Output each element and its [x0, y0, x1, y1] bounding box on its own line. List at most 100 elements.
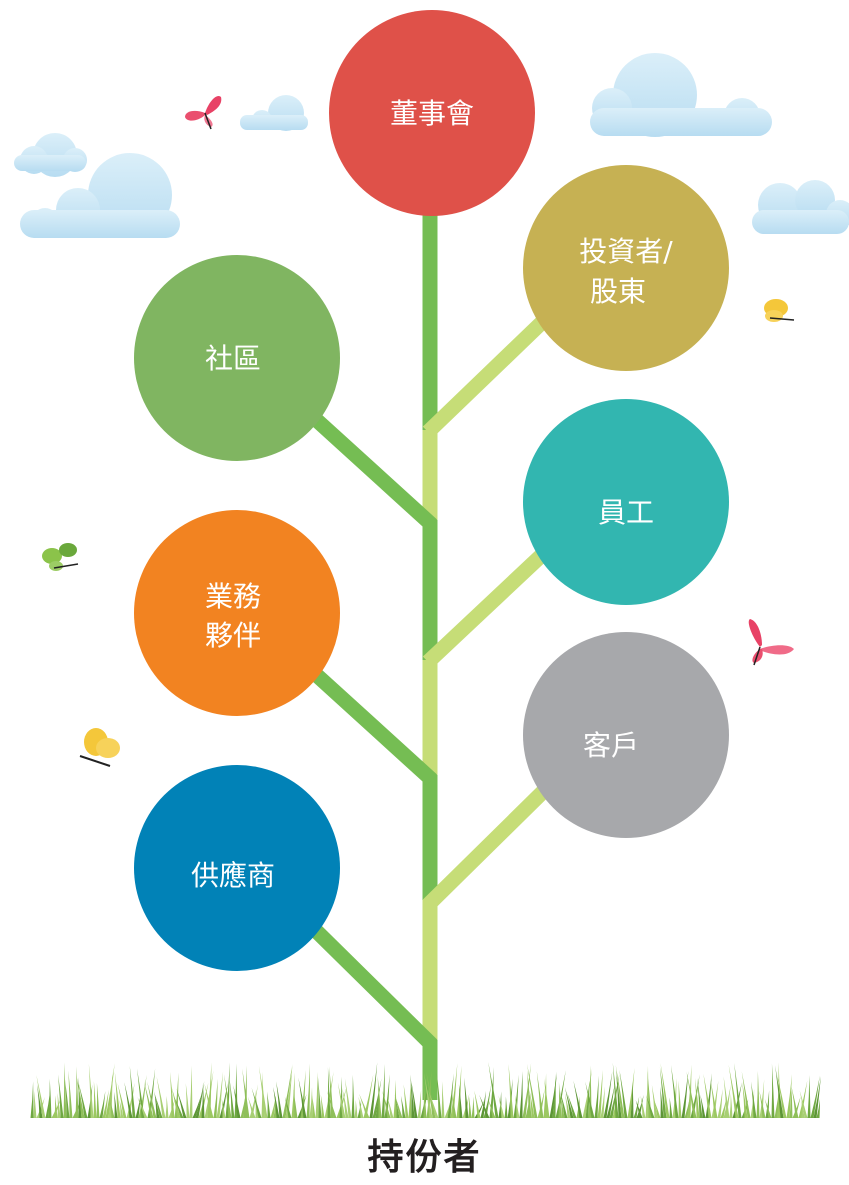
grass-blade — [114, 1091, 118, 1118]
grass-blade — [247, 1096, 256, 1118]
grass-blade — [109, 1099, 115, 1118]
grass-blade — [137, 1068, 145, 1118]
grass-blade — [344, 1078, 352, 1118]
grass-blade — [647, 1070, 652, 1118]
grass-blade — [646, 1095, 655, 1118]
grass-blade — [204, 1083, 214, 1118]
grass-blade — [558, 1082, 562, 1118]
grass-blade — [741, 1071, 751, 1118]
grass-blade — [137, 1096, 148, 1118]
node-circle — [134, 255, 340, 461]
grass-blade — [213, 1078, 218, 1118]
node-investors: 投資者/ 股東 — [523, 165, 729, 371]
grass-blade — [375, 1088, 380, 1118]
grass-blade — [742, 1082, 748, 1118]
grass-blade — [585, 1081, 595, 1118]
grass-blade — [597, 1070, 603, 1118]
clouds — [14, 53, 849, 238]
grass-blade — [117, 1083, 127, 1118]
grass-blade — [474, 1090, 481, 1118]
grass-blade — [37, 1084, 43, 1118]
grass-blade — [544, 1078, 550, 1118]
grass-blade — [633, 1096, 640, 1118]
grass-blade — [143, 1081, 154, 1118]
cloud-icon — [20, 153, 180, 238]
node-label: 供應商 — [191, 859, 275, 892]
grass-blade — [342, 1088, 349, 1118]
node-label: 夥伴 — [205, 619, 261, 652]
grass-blade — [369, 1062, 378, 1118]
grass-blade — [408, 1082, 412, 1118]
branch-investors — [422, 299, 566, 438]
grass-blade — [423, 1072, 433, 1118]
grass-blade — [267, 1091, 271, 1118]
grass-blade — [750, 1088, 755, 1118]
grass-blade — [654, 1099, 661, 1118]
grass-blade — [357, 1099, 362, 1118]
grass-blade — [717, 1088, 723, 1118]
grass-blade — [185, 1083, 190, 1118]
grass-blade — [552, 1073, 556, 1118]
node-circle — [523, 632, 729, 838]
node-label: 客戶 — [583, 729, 639, 762]
grass-blade — [298, 1077, 307, 1118]
grass-blade — [759, 1091, 766, 1118]
grass-blade — [756, 1070, 760, 1118]
grass-blade — [771, 1063, 775, 1118]
grass-blade — [703, 1073, 712, 1118]
grass-blade — [567, 1093, 577, 1118]
grass-blade — [498, 1091, 502, 1118]
grass-blade — [640, 1095, 646, 1118]
grass-blade — [135, 1094, 141, 1118]
grass-blade — [147, 1081, 157, 1118]
node-label: 董事會 — [390, 97, 474, 130]
grass-blade — [684, 1096, 691, 1118]
grass-blade — [381, 1063, 385, 1118]
grass-blade — [513, 1074, 519, 1118]
grass-blade — [96, 1082, 100, 1118]
grass-blade — [659, 1066, 667, 1118]
grass-blade — [293, 1089, 298, 1118]
grass-blade — [393, 1079, 397, 1118]
grass-blade — [498, 1095, 505, 1118]
grass-blade — [786, 1074, 793, 1118]
grass-blade — [488, 1099, 496, 1118]
node-suppliers: 供應商 — [134, 765, 340, 971]
grass-blade — [600, 1086, 605, 1118]
cloud-icon — [14, 133, 87, 177]
grass-blade — [807, 1075, 811, 1118]
grass-blade — [329, 1066, 334, 1118]
grass-blade — [612, 1062, 619, 1118]
branch-employees — [422, 532, 566, 668]
grass-blade — [585, 1080, 590, 1118]
grass-blade — [63, 1062, 67, 1118]
grass-blade — [479, 1094, 490, 1118]
grass-blade — [458, 1084, 463, 1118]
grass-blade — [508, 1063, 514, 1118]
grass-blade — [201, 1084, 205, 1118]
grass-blade — [488, 1062, 499, 1118]
grass-blade — [799, 1090, 808, 1118]
grass-blade — [700, 1094, 706, 1118]
grass-blade — [99, 1091, 106, 1118]
grass-blade — [54, 1095, 58, 1118]
grass-blade — [660, 1063, 670, 1118]
grass-blade — [258, 1065, 268, 1118]
grass-blade — [775, 1065, 784, 1118]
grass-blade — [154, 1091, 160, 1118]
grass-blade — [88, 1063, 94, 1118]
grass-blade — [216, 1071, 224, 1118]
grass-blade — [616, 1070, 622, 1118]
grass-blade — [359, 1093, 370, 1118]
grass-blade — [233, 1085, 241, 1118]
grass-blade — [417, 1090, 422, 1118]
grass-blade — [816, 1098, 820, 1118]
grass-blade — [734, 1062, 742, 1118]
grass-blade — [354, 1099, 358, 1118]
grass-blade — [270, 1095, 277, 1118]
tree — [294, 200, 566, 1100]
grass-blade — [527, 1069, 532, 1118]
grass-blade — [564, 1093, 571, 1118]
grass-blade — [75, 1066, 79, 1118]
grass-blade — [560, 1094, 565, 1118]
